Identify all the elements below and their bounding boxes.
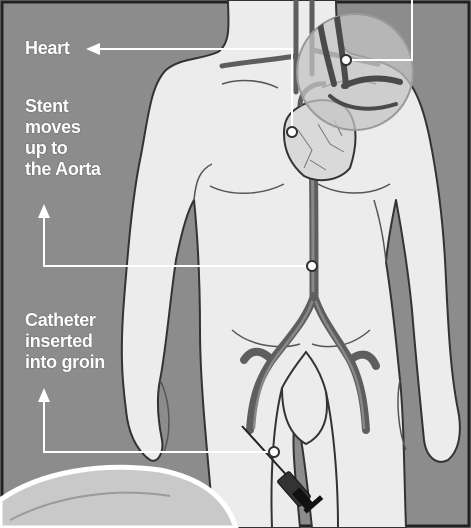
heart-node <box>287 127 297 137</box>
catheter-label: Catheter inserted into groin <box>25 310 105 373</box>
catheter-label-line: Catheter <box>25 310 105 331</box>
catheter-label-line: into groin <box>25 352 105 373</box>
stent-label-line: up to <box>25 138 101 159</box>
aorta-node <box>307 261 317 271</box>
stent-label-line: the Aorta <box>25 159 101 180</box>
catheter-label-line: inserted <box>25 331 105 352</box>
groin-node <box>269 447 279 457</box>
stent-label-line: moves <box>25 117 101 138</box>
stent-label: Stent moves up to the Aorta <box>25 96 101 180</box>
stent-label-line: Stent <box>25 96 101 117</box>
magnifier-node <box>341 55 351 65</box>
heart-label: Heart <box>25 38 70 59</box>
heart-label-line: Heart <box>25 38 70 59</box>
